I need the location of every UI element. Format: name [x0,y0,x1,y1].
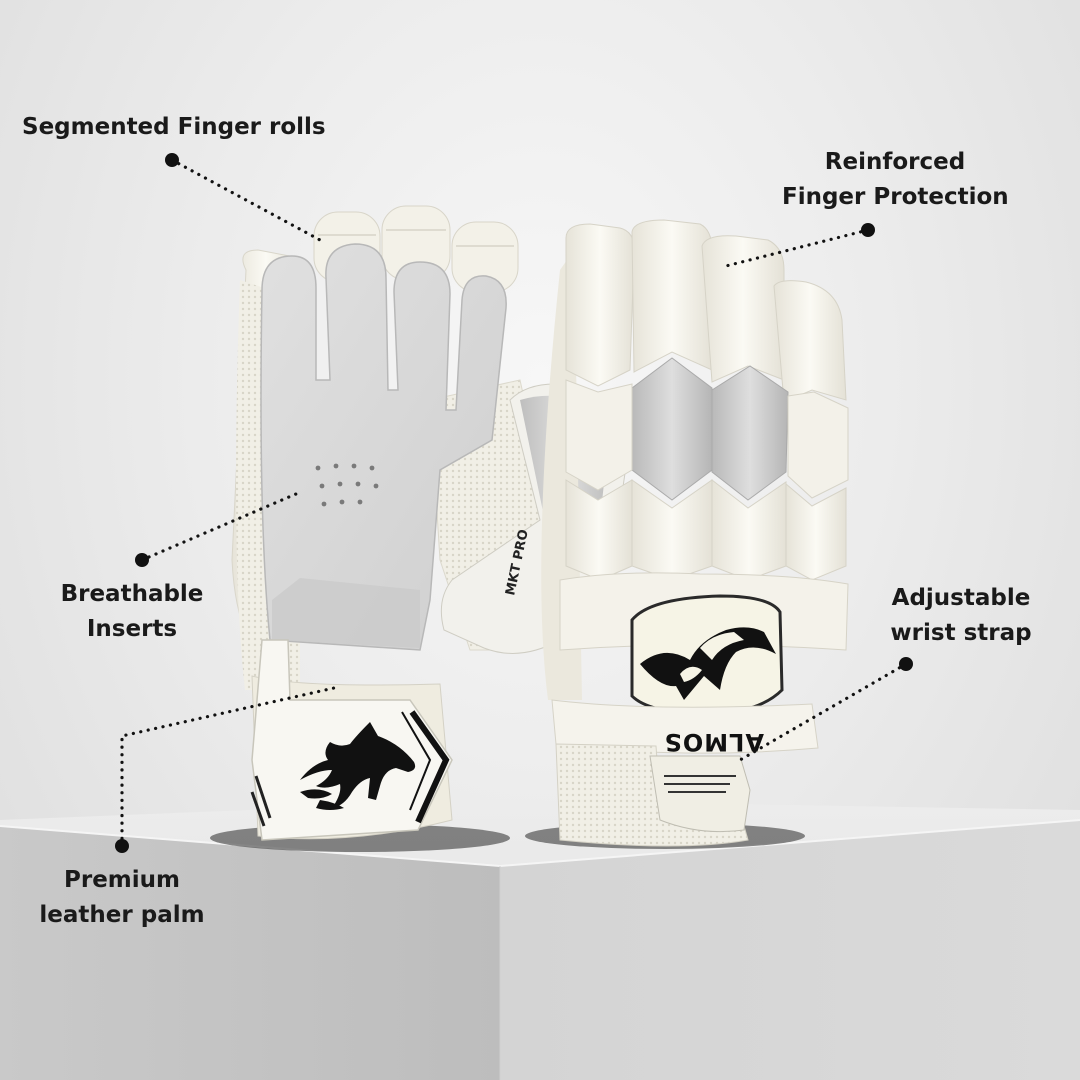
tribal-bull-logo-icon [640,627,776,700]
callout-finger-rolls-line1: Segmented Finger rolls [22,114,326,140]
breathable-perforations [315,463,379,507]
callout-breathable-line1: Breathable [60,581,204,607]
leather-palm [260,243,507,651]
wrist-strap-left [250,639,453,841]
callout-wrist-strap-line1: Adjustable [891,585,1031,611]
horse-logo-icon [300,722,416,810]
callout-wrist-strap: Adjustable wrist strap [886,581,1036,651]
callout-dots [115,153,913,853]
callout-leather-palm-line2: leather palm [39,902,205,928]
callout-finger-rolls: Segmented Finger rolls [22,110,326,145]
callout-wrist-strap-line2: wrist strap [890,620,1032,646]
finger-protection-pads [559,219,849,651]
callout-leather-palm-line1: Premium [64,867,180,893]
callout-breathable: Breathable Inserts [52,577,212,647]
callout-finger-protection-line2: Finger Protection [782,184,1009,210]
brand-mark: ALMOS [664,728,764,756]
callout-breathable-line2: Inserts [86,616,178,642]
callout-leaders [120,158,908,848]
wrist-strap-right [649,755,751,833]
pedestal [0,800,1080,1080]
callout-finger-protection-line1: Reinforced [824,149,966,175]
callout-leather-palm: Premium leather palm [36,863,208,933]
logo-patch [630,594,784,716]
callout-finger-protection: Reinforced Finger Protection [782,145,1009,215]
left-glove-palm-view: MKT PRO [231,205,631,841]
right-glove-back-view: ALMOS [541,219,849,847]
